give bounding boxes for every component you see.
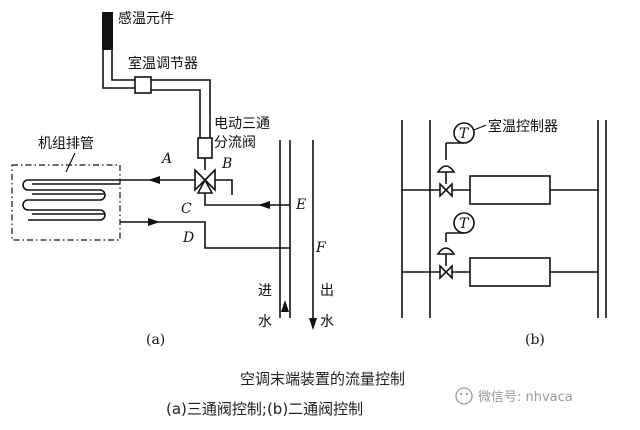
thermostat-upper-symbol: T: [459, 126, 470, 142]
terminal-unit-upper: [469, 175, 551, 205]
point-c-label: C: [181, 201, 192, 217]
valve-actuator: [197, 137, 213, 159]
diagram-a-sublabel: (a): [146, 332, 165, 348]
room-thermostat-box: [134, 76, 152, 94]
valve-label-line1: 电动三通: [214, 116, 270, 132]
watermark-text: 微信号: nhvaca: [478, 390, 573, 405]
wechat-icon: [455, 387, 473, 405]
watermark: 微信号: nhvaca: [455, 387, 573, 405]
valve-label-line2: 分流阀: [214, 135, 256, 151]
diagram-b: T 室温控制器 T (b): [401, 118, 607, 348]
coil-return-pipe: [120, 221, 290, 249]
flow-arrow-e: [258, 201, 270, 209]
thermostat-lower-symbol: T: [459, 216, 470, 232]
terminal-unit-lower: [469, 257, 551, 287]
coil-label: 机组排管: [38, 136, 94, 152]
inlet-label-1: 进: [258, 283, 272, 299]
three-way-valve-icon: [194, 168, 216, 194]
diagram-a: 感温元件 室温调节器 电动三通 分流阀 机组排管 A B C D E F 进 水…: [11, 10, 334, 348]
two-way-valve-lower: [439, 264, 453, 280]
sensor-label: 感温元件: [118, 10, 174, 27]
supply-branch-pipe: [204, 193, 290, 206]
coil-tubes: [22, 179, 120, 221]
inlet-arrow: [281, 300, 289, 312]
point-f-label: F: [315, 240, 327, 256]
flow-arrow-d: [148, 218, 160, 226]
control-line: [151, 79, 211, 138]
two-way-valve-upper: [439, 182, 453, 198]
figure-caption-subtitle: (a)三通阀控制;(b)二通阀控制: [166, 400, 363, 418]
point-a-label: A: [160, 151, 172, 167]
controller-label: 室温控制器: [488, 118, 558, 135]
regulator-label: 室温调节器: [128, 55, 198, 72]
flow-arrow-a: [148, 176, 160, 184]
point-b-label: B: [221, 156, 232, 172]
bypass-pipe: [215, 179, 233, 195]
outlet-label-2: 水: [320, 314, 334, 330]
temperature-sensor: [102, 12, 113, 50]
outlet-label-1: 出: [320, 283, 334, 299]
outlet-arrow: [309, 318, 317, 330]
coil-unit-boundary: [11, 164, 121, 241]
inlet-label-2: 水: [258, 314, 272, 330]
figure-caption-title: 空调末端装置的流量控制: [240, 370, 405, 388]
diagram-b-sublabel: (b): [525, 332, 545, 348]
point-d-label: D: [182, 230, 194, 246]
point-e-label: E: [295, 197, 306, 213]
sensor-capillary: [102, 50, 135, 89]
